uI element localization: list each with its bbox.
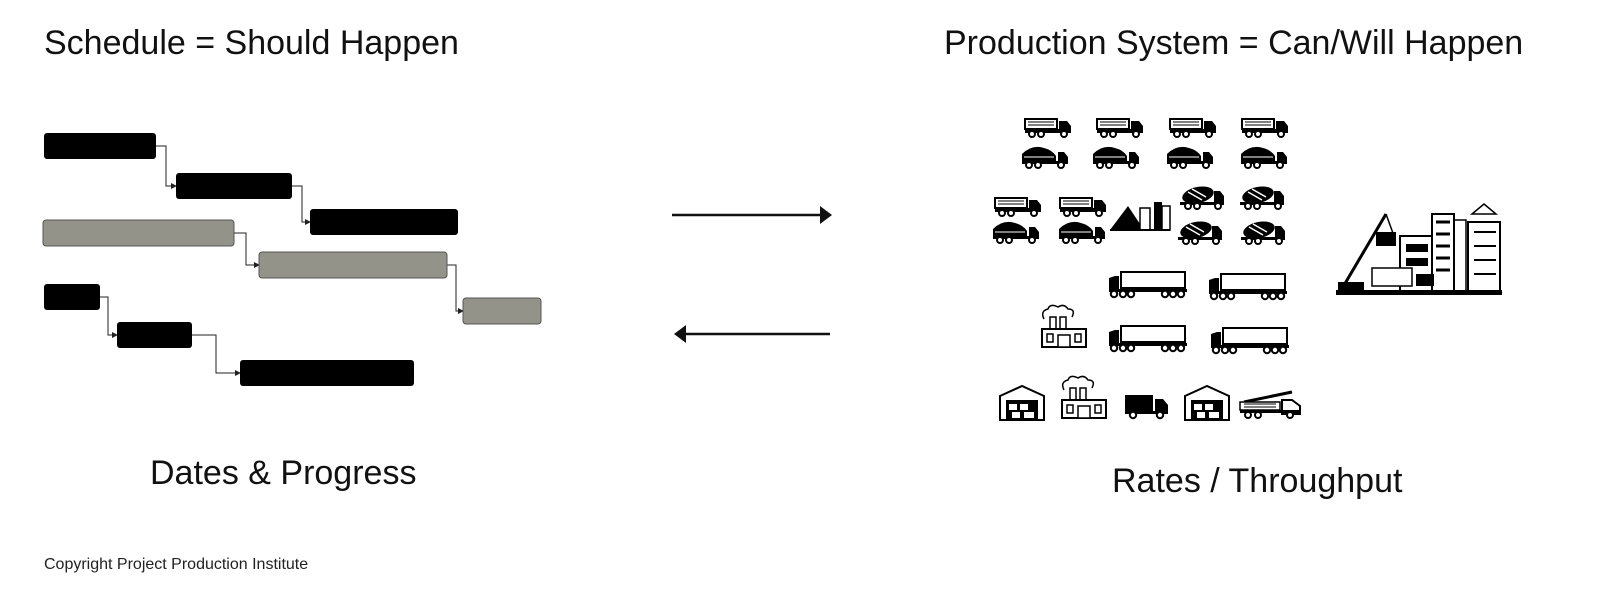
semi-trailer-truck-icon — [1108, 325, 1188, 353]
dump-truck-icon — [1024, 118, 1072, 138]
gantt-bar — [258, 251, 448, 279]
gantt-connectors — [100, 145, 464, 376]
arrow-left-head — [674, 325, 686, 343]
cement-mixer-icon — [1239, 182, 1285, 210]
gantt-bar — [240, 360, 414, 386]
copyright-notice: Copyright Project Production Institute — [44, 556, 309, 573]
warehouse-icon — [999, 385, 1045, 421]
gantt-bar — [462, 297, 542, 325]
dump-truck-icon — [1059, 197, 1107, 217]
cement-mixer-icon — [1240, 217, 1286, 245]
dump-truck-icon — [1166, 145, 1214, 169]
gantt-bar — [310, 209, 458, 235]
gantt-bar — [42, 219, 235, 247]
gantt-bar — [44, 284, 100, 310]
dump-truck-icon — [1240, 145, 1288, 169]
semi-trailer-truck-icon — [1210, 327, 1290, 355]
gantt-chart — [42, 133, 542, 386]
rates-throughput-caption: Rates / Throughput — [1112, 462, 1403, 500]
dump-truck-icon — [1058, 220, 1106, 244]
warehouse-icon — [1184, 385, 1230, 421]
gantt-bar — [44, 133, 156, 159]
gantt-bar — [176, 173, 292, 199]
dump-truck-icon — [992, 220, 1040, 244]
batch-plant-icon — [1109, 201, 1171, 231]
arrows — [672, 206, 832, 343]
box-truck-icon — [1124, 394, 1169, 420]
production-system-title: Production System = Can/Will Happen — [944, 24, 1524, 62]
dump-truck-icon — [1169, 118, 1217, 138]
dates-progress-caption: Dates & Progress — [150, 454, 417, 492]
semi-trailer-truck-icon — [1208, 273, 1288, 301]
production-icons — [992, 118, 1302, 421]
dump-truck-icon — [1241, 118, 1289, 138]
arrow-right-head — [820, 206, 832, 224]
dump-truck-icon — [1092, 145, 1140, 169]
dump-truck-icon — [1021, 145, 1069, 169]
construction-site-icon — [1336, 203, 1502, 295]
semi-trailer-truck-icon — [1108, 271, 1188, 299]
dump-truck-icon — [1096, 118, 1144, 138]
gantt-bar — [117, 322, 192, 348]
dump-truck-icon — [994, 197, 1042, 217]
factory-icon — [1041, 304, 1087, 348]
crane-truck-icon — [1238, 390, 1302, 420]
schedule-title: Schedule = Should Happen — [44, 24, 459, 62]
cement-mixer-icon — [1177, 217, 1223, 245]
cement-mixer-icon — [1179, 182, 1225, 210]
factory-icon — [1061, 375, 1107, 419]
